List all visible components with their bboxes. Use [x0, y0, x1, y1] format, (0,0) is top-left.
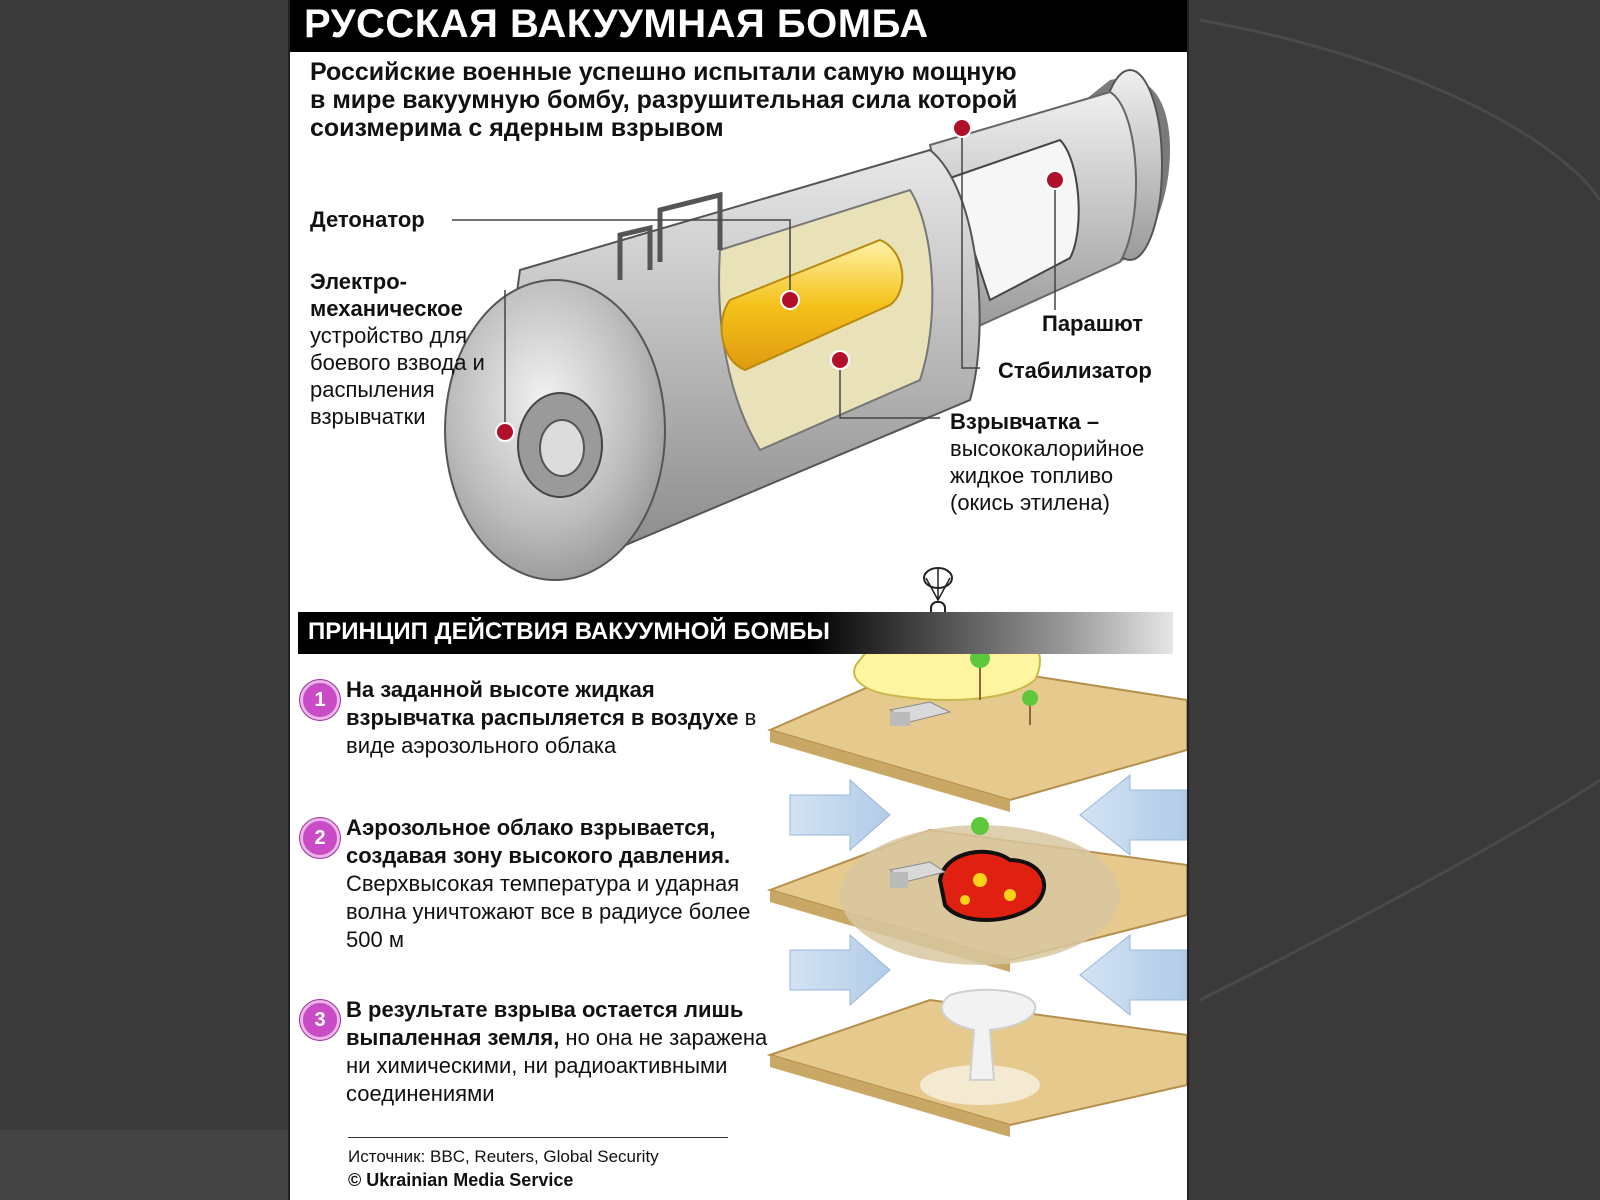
- explosive-cylinder: [720, 238, 904, 372]
- step-1-text: На заданной высоте жидкая взрывчатка рас…: [346, 676, 776, 760]
- leader-lines: [452, 130, 1056, 432]
- step-2-text: Аэрозольное облако взрывается, создавая …: [346, 814, 776, 954]
- step-3-bold: В результате взрыва остается лишь выпале…: [346, 997, 744, 1050]
- step-1-bold: На заданной высоте жидкая взрывчатка рас…: [346, 677, 739, 730]
- source-credit: Источник: BBC, Reuters, Global Security: [348, 1147, 659, 1166]
- explosion-fireball: [937, 849, 1047, 922]
- callout-markers: [495, 118, 1065, 442]
- stabilizer-marker: [952, 118, 972, 138]
- tree-icon: [971, 817, 989, 835]
- label-detonator: Детонатор: [310, 206, 425, 233]
- step-2-bold: Аэрозольное облако взрывается, создавая …: [346, 815, 731, 868]
- poster-title: РУССКАЯ ВАКУУМНАЯ БОМБА: [304, 2, 929, 46]
- shockwave-arrows: [789, 773, 1187, 1017]
- ground-layer-1: [767, 627, 1187, 812]
- step-2-rest: Сверхвысокая температура и ударная волна…: [346, 871, 751, 952]
- label-detonator-text: Детонатор: [310, 207, 425, 232]
- step-1-number: 1: [300, 680, 340, 720]
- source-divider: [348, 1137, 728, 1138]
- explosive-marker: [830, 350, 850, 370]
- label-explosive-bold: Взрывчатка –: [950, 409, 1100, 434]
- ground-layer-3: [766, 988, 1187, 1137]
- bomb-illustration: [444, 69, 1170, 581]
- section-title: ПРИНЦИП ДЕЙСТВИЯ ВАКУУМНОЙ БОМБЫ: [308, 618, 830, 645]
- label-electro-rest: устройство для боевого взвода и распылен…: [310, 323, 485, 429]
- section-header: ПРИНЦИП ДЕЙСТВИЯ ВАКУУМНОЙ БОМБЫ: [298, 612, 1173, 654]
- label-stabilizer: Стабилизатор: [998, 357, 1152, 384]
- label-electro-device: Электро- механическое устройство для бое…: [310, 268, 490, 430]
- suspension-lugs: [617, 191, 723, 280]
- copyright-credit: © Ukrainian Media Service: [348, 1170, 574, 1190]
- step-3-rest: но она не заражена ни химическими, ни ра…: [346, 1025, 768, 1106]
- step-3-text: В результате взрыва остается лишь выпале…: [346, 996, 776, 1108]
- label-stabilizer-text: Стабилизатор: [998, 358, 1152, 383]
- tree-icon: [1022, 690, 1038, 706]
- label-explosive: Взрывчатка – высококалорийное жидкое топ…: [950, 408, 1150, 516]
- detonator-marker: [780, 290, 800, 310]
- electro-device-marker: [495, 422, 515, 442]
- title-bar: РУССКАЯ ВАКУУМНАЯ БОМБА: [290, 0, 1187, 52]
- intro-text: Российские военные успешно испытали саму…: [310, 58, 1018, 142]
- process-illustration: [766, 567, 1187, 1137]
- label-parachute: Парашют: [1042, 310, 1143, 337]
- label-parachute-text: Парашют: [1042, 311, 1144, 336]
- infographic-poster: РУССКАЯ ВАКУУМНАЯ БОМБА Российские военн…: [290, 0, 1187, 1200]
- step-1-rest: в виде аэрозольного облака: [346, 705, 757, 758]
- step-2-number: 2: [300, 818, 340, 858]
- smoke-plume: [941, 988, 1037, 1081]
- label-explosive-rest: высококалорийное жидкое топливо (окись э…: [950, 436, 1145, 515]
- step-3-number: 3: [300, 1000, 340, 1040]
- parachute-marker: [1045, 170, 1065, 190]
- label-electro-bold: Электро- механическое: [310, 269, 463, 321]
- ground-layer-2: [766, 817, 1187, 972]
